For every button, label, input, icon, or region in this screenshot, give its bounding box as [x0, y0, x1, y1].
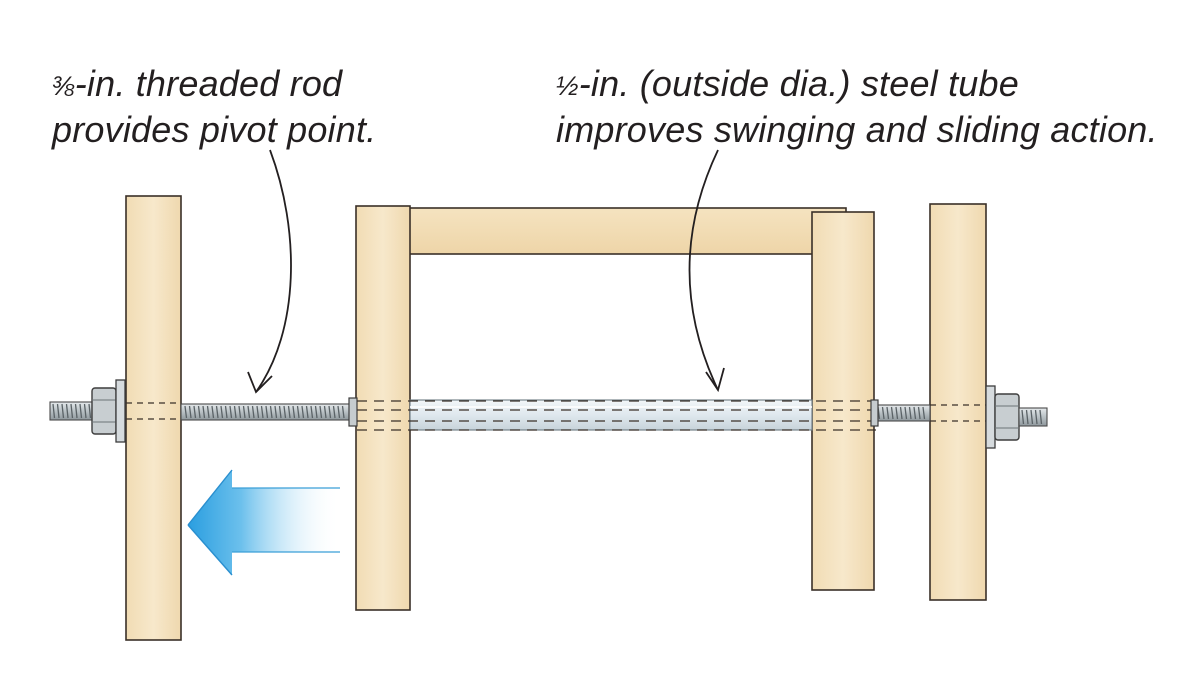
steel-tube-label: ½-in. (outside dia.) steel tube improves… [556, 62, 1158, 152]
threaded-rod-fraction: ⅜ [52, 71, 75, 101]
leader-threaded-rod [247, 149, 292, 394]
steel-tube-fraction: ½ [556, 71, 579, 101]
threaded-rod-label: ⅜-in. threaded rod provides pivot point. [52, 62, 376, 152]
thread-tick [65, 403, 69, 419]
thread-tick [1021, 409, 1025, 425]
rod-stub-left [49, 401, 95, 421]
right-post [929, 203, 987, 601]
thread-tick [1034, 409, 1038, 425]
steel-tube-label-line1-text: -in. (outside dia.) steel tube [578, 63, 1019, 104]
thread-tick [301, 405, 305, 419]
thread-tick [283, 405, 287, 419]
thread-tick [184, 405, 188, 419]
thread-tick [922, 406, 926, 420]
thread-tick [881, 406, 885, 420]
threaded-rod-label-line1: ⅜-in. threaded rod [52, 62, 376, 108]
thread-tick [56, 403, 60, 419]
thread-tick [341, 405, 345, 419]
thread-tick [52, 403, 56, 419]
thread-tick [323, 405, 327, 419]
thread-tick [1025, 409, 1029, 425]
thread-tick [70, 403, 74, 419]
thread-tick [274, 405, 278, 419]
leader-steel-tube [688, 149, 725, 393]
thread-tick [247, 405, 251, 419]
thread-tick [886, 406, 890, 420]
thread-tick [220, 405, 224, 419]
thread-tick [256, 405, 260, 419]
steel-tube-label-line2: improves swinging and sliding action. [556, 109, 1158, 150]
thread-tick [908, 406, 912, 420]
thread-tick [88, 403, 92, 419]
thread-tick [211, 405, 215, 419]
thread-tick [229, 405, 233, 419]
thread-tick [260, 405, 264, 419]
thread-tick [332, 405, 336, 419]
thread-tick [314, 405, 318, 419]
thread-tick [197, 405, 201, 419]
thread-tick [292, 405, 296, 419]
thread-tick [242, 405, 246, 419]
thread-tick [202, 405, 206, 419]
thread-tick [899, 406, 903, 420]
thread-tick [305, 405, 309, 419]
gate-left-stile [355, 205, 411, 611]
thread-tick [251, 405, 255, 419]
thread-tick [287, 405, 291, 419]
thread-tick [296, 405, 300, 419]
steel-tube [409, 399, 813, 431]
thread-tick [224, 405, 228, 419]
thread-tick [1039, 409, 1043, 425]
left-arrow-icon [187, 469, 340, 576]
hidden-tube-lines [357, 400, 876, 431]
thread-tick [328, 405, 332, 419]
thread-tick [310, 405, 314, 419]
thread-tick [913, 406, 917, 420]
threaded-rod-label-line2: provides pivot point. [52, 109, 377, 150]
thread-tick [890, 406, 894, 420]
thread-tick [79, 403, 83, 419]
thread-tick [238, 405, 242, 419]
thread-tick [206, 405, 210, 419]
thread-tick [269, 405, 273, 419]
thread-tick [233, 405, 237, 419]
thread-tick [83, 403, 87, 419]
hidden-rod-left-post [126, 402, 181, 420]
threaded-rod [180, 403, 352, 421]
thread-tick [904, 406, 908, 420]
thread-tick [188, 405, 192, 419]
thread-tick [917, 406, 921, 420]
thread-tick [61, 403, 65, 419]
left-nut [91, 379, 126, 443]
thread-tick [895, 406, 899, 420]
thread-tick [193, 405, 197, 419]
rod-right-segment [870, 399, 931, 427]
hidden-rod-right-post [930, 404, 986, 422]
right-nut [985, 385, 1048, 449]
collar-left [348, 397, 358, 427]
thread-tick [74, 403, 78, 419]
thread-tick [215, 405, 219, 419]
thread-tick [1030, 409, 1034, 425]
threaded-rod-label-line1-text: -in. threaded rod [74, 63, 343, 104]
thread-tick [319, 405, 323, 419]
gate-top-rail [383, 207, 847, 255]
thread-tick [265, 405, 269, 419]
thread-tick [278, 405, 282, 419]
thread-tick [337, 405, 341, 419]
left-post [125, 195, 182, 641]
steel-tube-label-line1: ½-in. (outside dia.) steel tube [556, 62, 1158, 108]
